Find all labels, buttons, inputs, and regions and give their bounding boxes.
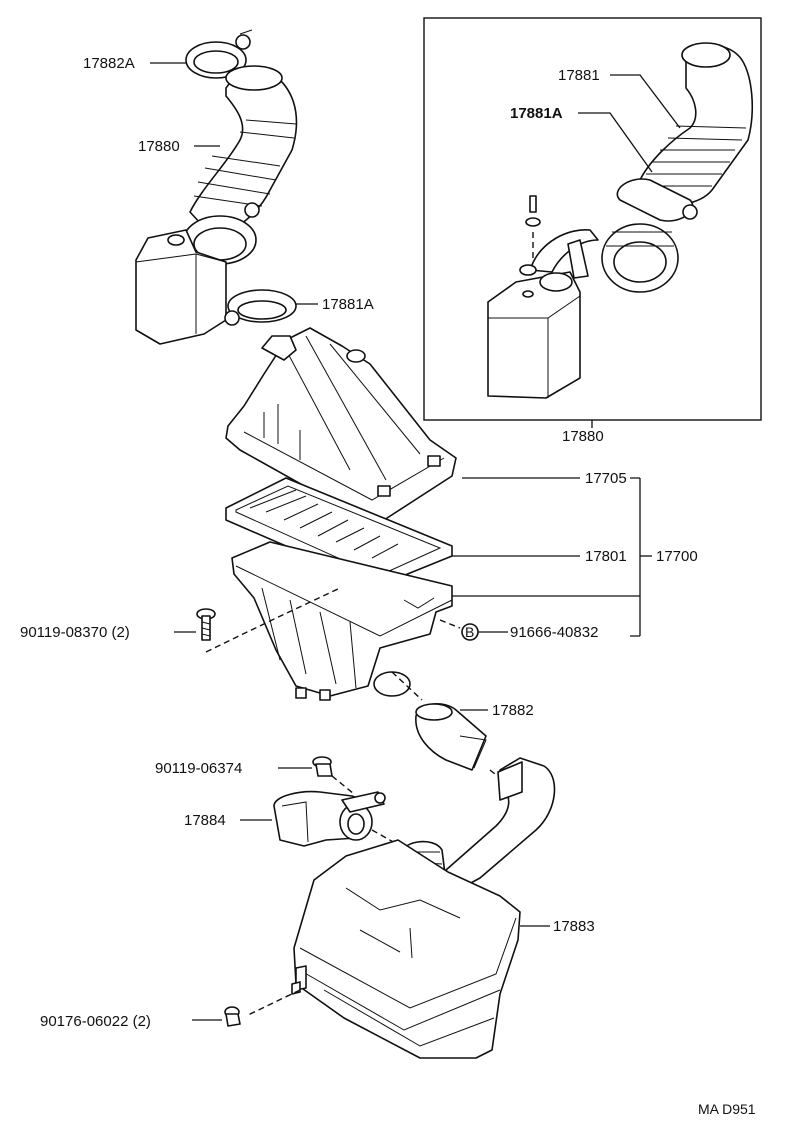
label-91666-40832: 91666-40832 [510,624,598,641]
label-90119-06374: 90119-06374 [155,760,242,777]
label-inset-17881A: 17881A [510,105,563,122]
inset-resonator-box [487,271,581,399]
label-17881: 17881 [558,67,600,84]
connector-17882 [391,671,501,779]
inset-hose-17881 [639,42,754,205]
screw-90119-06374 [312,756,355,795]
label-90119-08370: 90119-08370 (2) [20,624,130,641]
label-17801: 17801 [585,548,627,565]
mid-clamp-17881A [224,289,297,326]
label-17883: 17883 [553,918,595,935]
top-resonator-box [135,229,227,345]
label-17882A: 17882A [83,55,135,72]
top-clamp-17882A [185,29,253,79]
inset-bracket [519,195,599,279]
label-inset-caption-17880: 17880 [562,428,604,445]
label-mid-17881A: 17881A [322,296,374,313]
inset-box [423,17,762,421]
label-17882: 17882 [492,702,534,719]
label-90176-06022: 90176-06022 (2) [40,1013,151,1030]
label-17700: 17700 [656,548,698,565]
figure-code: MA D951 [698,1101,756,1117]
label-17880: 17880 [138,138,180,155]
grommet-91666-40832: B [439,619,479,641]
drain-plug-90176-06022 [224,1006,241,1027]
label-17884: 17884 [184,812,226,829]
label-17705: 17705 [585,470,627,487]
grommet-marker-b: B [465,624,474,640]
hose-17884 [273,790,405,849]
bolt-90119-08370 [196,587,341,653]
air-cleaner-cap-17705 [225,327,457,521]
air-filter-element-17801 [225,477,453,587]
resonator-17883 [245,757,556,1059]
top-hose-17880 [183,65,298,265]
air-cleaner-case [231,541,453,701]
inset-clamp-17881A [601,178,698,293]
